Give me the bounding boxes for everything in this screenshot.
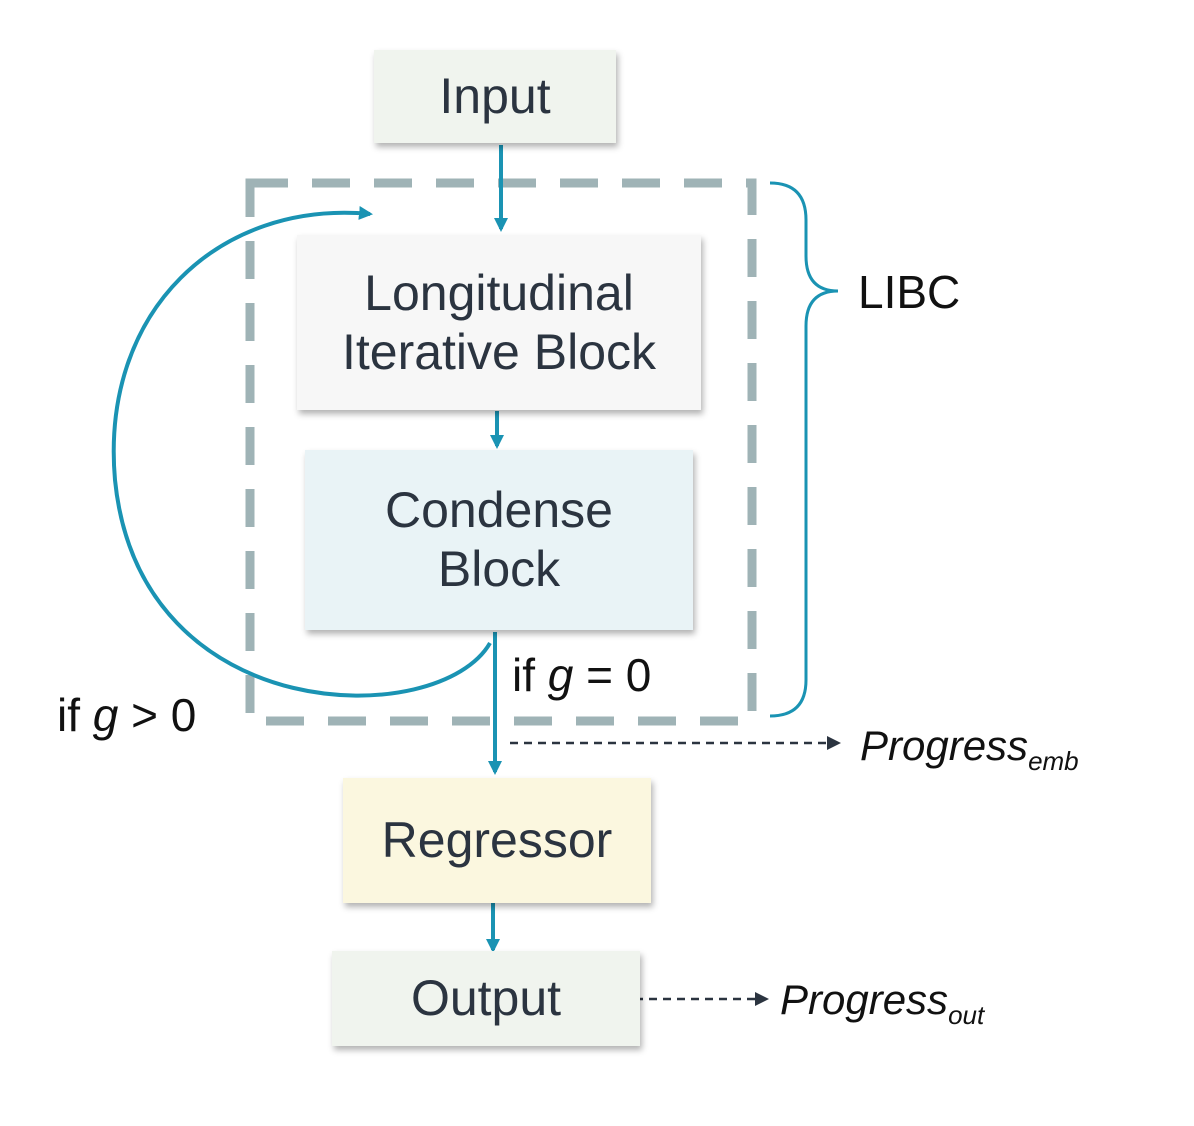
lib-label-line-1: Longitudinal [364, 264, 634, 321]
exit-condition-var: g [547, 649, 574, 701]
progress-emb-subscript: emb [1028, 746, 1079, 776]
regressor-node-label: Regressor [381, 812, 613, 868]
progress-out-subscript: out [948, 1000, 985, 1030]
feedback-loop-arrow [111, 206, 492, 698]
loop-condition-var: g [92, 689, 119, 741]
exit-condition-suffix: = 0 [573, 649, 652, 701]
loop-condition-suffix: > 0 [118, 689, 197, 741]
progress-emb-label: Progressemb [860, 722, 1079, 777]
longitudinal-iterative-block-node: Longitudinal Iterative Block [297, 235, 701, 410]
condense-block-node: Condense Block [305, 450, 693, 630]
exit-condition-prefix: if [512, 649, 548, 701]
exit-condition-label: if g = 0 [512, 648, 651, 702]
input-node: Input [374, 50, 616, 143]
progress-out-label: Progressout [780, 976, 984, 1031]
regressor-node: Regressor [343, 778, 651, 903]
condense-label-line-2: Block [437, 541, 561, 597]
libc-brace [769, 181, 839, 718]
progress-emb-base: Progress [860, 722, 1029, 769]
loop-condition-prefix: if [57, 689, 93, 741]
output-node: Output [332, 951, 640, 1046]
lib-label-line-2: Iterative Block [341, 323, 656, 380]
input-node-label: Input [439, 68, 551, 124]
loop-condition-label: if g > 0 [57, 688, 196, 742]
condense-label-line-1: Condense [385, 482, 613, 538]
output-node-label: Output [410, 970, 562, 1026]
libc-label: LIBC [858, 266, 961, 318]
progress-out-base: Progress [780, 976, 949, 1023]
